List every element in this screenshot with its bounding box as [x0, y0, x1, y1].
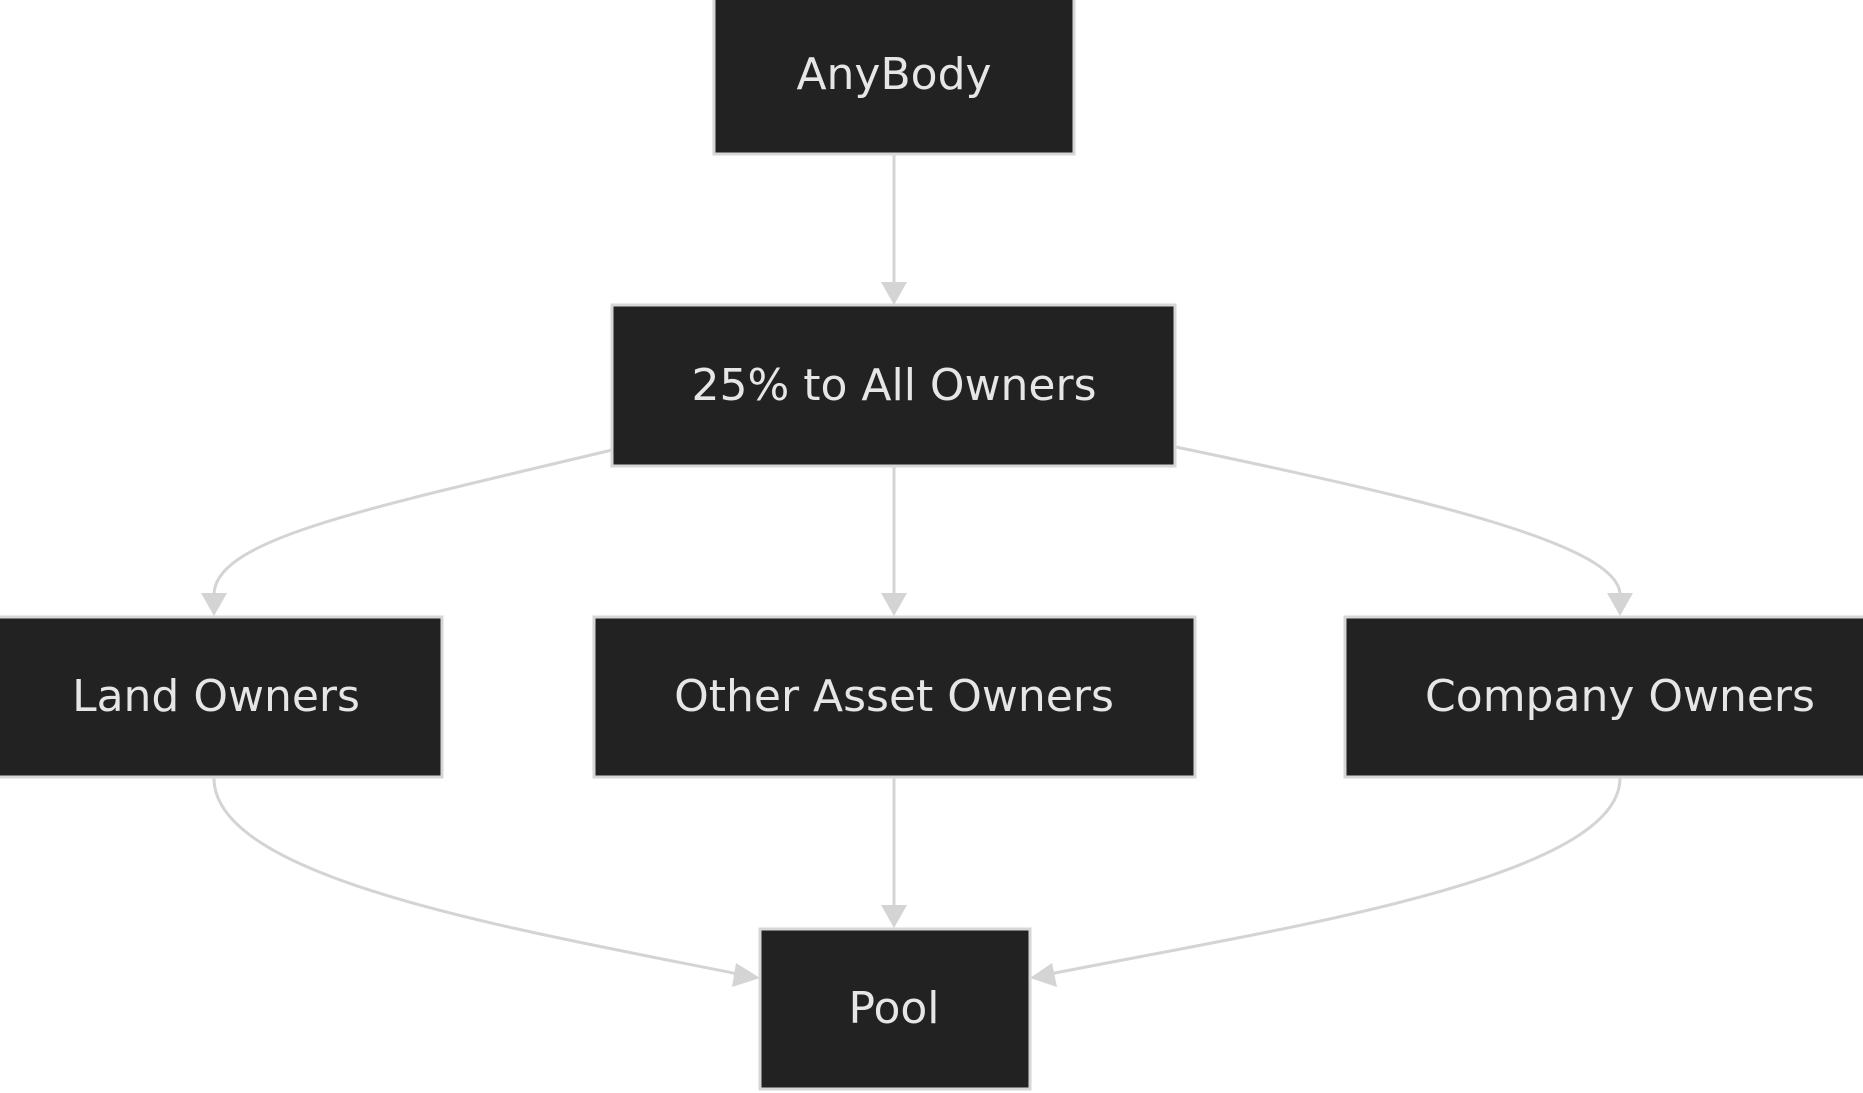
arrowhead-icon: [1607, 593, 1633, 616]
edge-anybody-to-all-owners: [881, 155, 907, 305]
node-land-owners[interactable]: Land Owners: [0, 615, 444, 779]
node-label-land-owners: Land Owners: [72, 671, 360, 722]
edge-all-owners-to-other-asset-owners: [881, 466, 907, 616]
arrowhead-icon: [201, 593, 227, 616]
arrowhead-icon: [881, 905, 907, 928]
node-label-other-asset-owners: Other Asset Owners: [674, 671, 1114, 722]
edge-all-owners-to-land-owners: [201, 448, 613, 616]
arrowhead-icon: [881, 593, 907, 616]
edge-other-asset-owners-to-pool: [881, 778, 907, 928]
node-label-all-owners: 25% to All Owners: [691, 360, 1096, 411]
edge-all-owners-to-company-owners: [1175, 445, 1633, 616]
edge-company-owners-to-pool: [1030, 777, 1622, 987]
arrowhead-icon: [1030, 963, 1057, 987]
node-label-company-owners: Company Owners: [1425, 671, 1815, 722]
node-label-pool: Pool: [848, 983, 939, 1034]
node-all-owners[interactable]: 25% to All Owners: [610, 303, 1177, 468]
arrowhead-icon: [732, 963, 760, 987]
node-pool[interactable]: Pool: [758, 927, 1032, 1091]
edge-land-owners-to-pool: [212, 777, 760, 987]
edges: [201, 155, 1633, 987]
node-label-anybody: AnyBody: [796, 49, 991, 100]
node-anybody[interactable]: AnyBody: [712, 0, 1076, 156]
node-other-asset-owners[interactable]: Other Asset Owners: [592, 615, 1197, 779]
arrowhead-icon: [881, 282, 907, 305]
node-company-owners[interactable]: Company Owners: [1343, 615, 1863, 779]
